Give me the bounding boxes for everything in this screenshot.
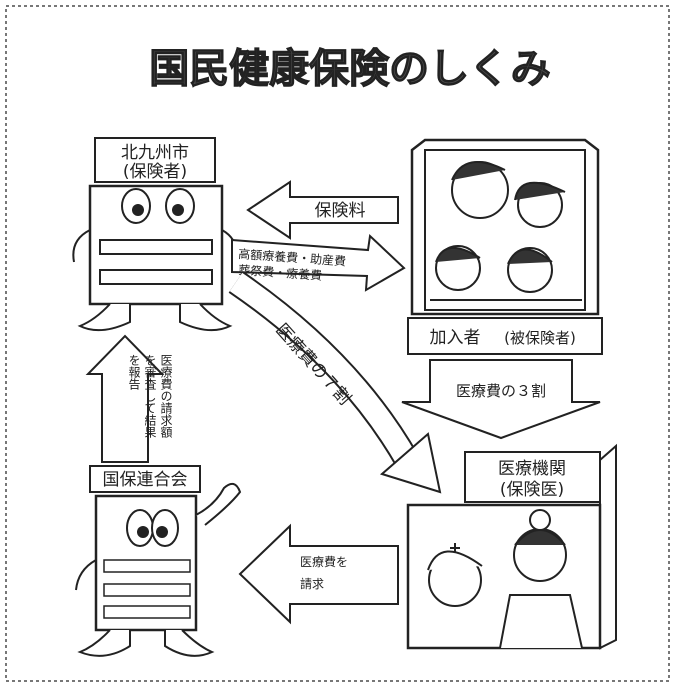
decorative-border [5,5,670,682]
medical-node: 医療機関 (保険医) [406,443,617,650]
benefits-label-line2: 葬祭費・療養費 [238,262,323,283]
insurer-building-icon [72,184,238,332]
report-arrow: 医療費の請求額 を審査して結果 を報告 [85,334,173,463]
federation-sign [89,465,201,493]
diagram-title: 国民健康保険のしくみ [149,46,551,92]
members-role: (被保険者) [504,329,576,347]
claim-arrow: 医療費を 請求 [238,523,399,625]
medical-role: (保険医) [500,480,564,500]
claim-label-line1: 医療費を [300,554,348,569]
benefits-arrow: 高額療養費・助産費 葬祭費・療養費 [231,233,406,292]
doctor-nurse-icon [406,443,617,650]
report-label-col2: を審査して結果 [143,354,157,438]
claim-label-line2: 請求 [300,577,324,591]
insurer-name: 北九州市 [121,143,189,163]
medical-sign [464,451,601,503]
report-label-col1: 医療費の請求額 [159,354,173,439]
report-label-col3: を報告 [127,354,141,390]
members-label: 加入者 [430,328,481,348]
insurer-node: 北九州市 (保険者) [72,137,238,332]
insurer-role: (保険者) [123,162,187,182]
members-node: 加入者 (被保険者) [407,138,603,355]
members-label-box [407,317,603,355]
premium-arrow: 保険料 [246,180,399,240]
seventy-percent-arrow: 医療費の７割 [228,271,442,494]
federation-name: 国保連合会 [103,470,188,490]
thirty-percent-arrow: 医療費の３割 [401,359,601,440]
federation-node: 国保連合会 [75,465,242,657]
federation-building-icon [75,482,242,657]
thirty-percent-label: 医療費の３割 [456,382,546,400]
report-label: 医療費の請求額 を審査して結果 を報告 [127,354,173,439]
premium-label: 保険料 [315,201,366,221]
family-window-icon [410,138,600,316]
medical-name: 医療機関 [498,459,566,479]
insurer-sign [94,137,216,183]
